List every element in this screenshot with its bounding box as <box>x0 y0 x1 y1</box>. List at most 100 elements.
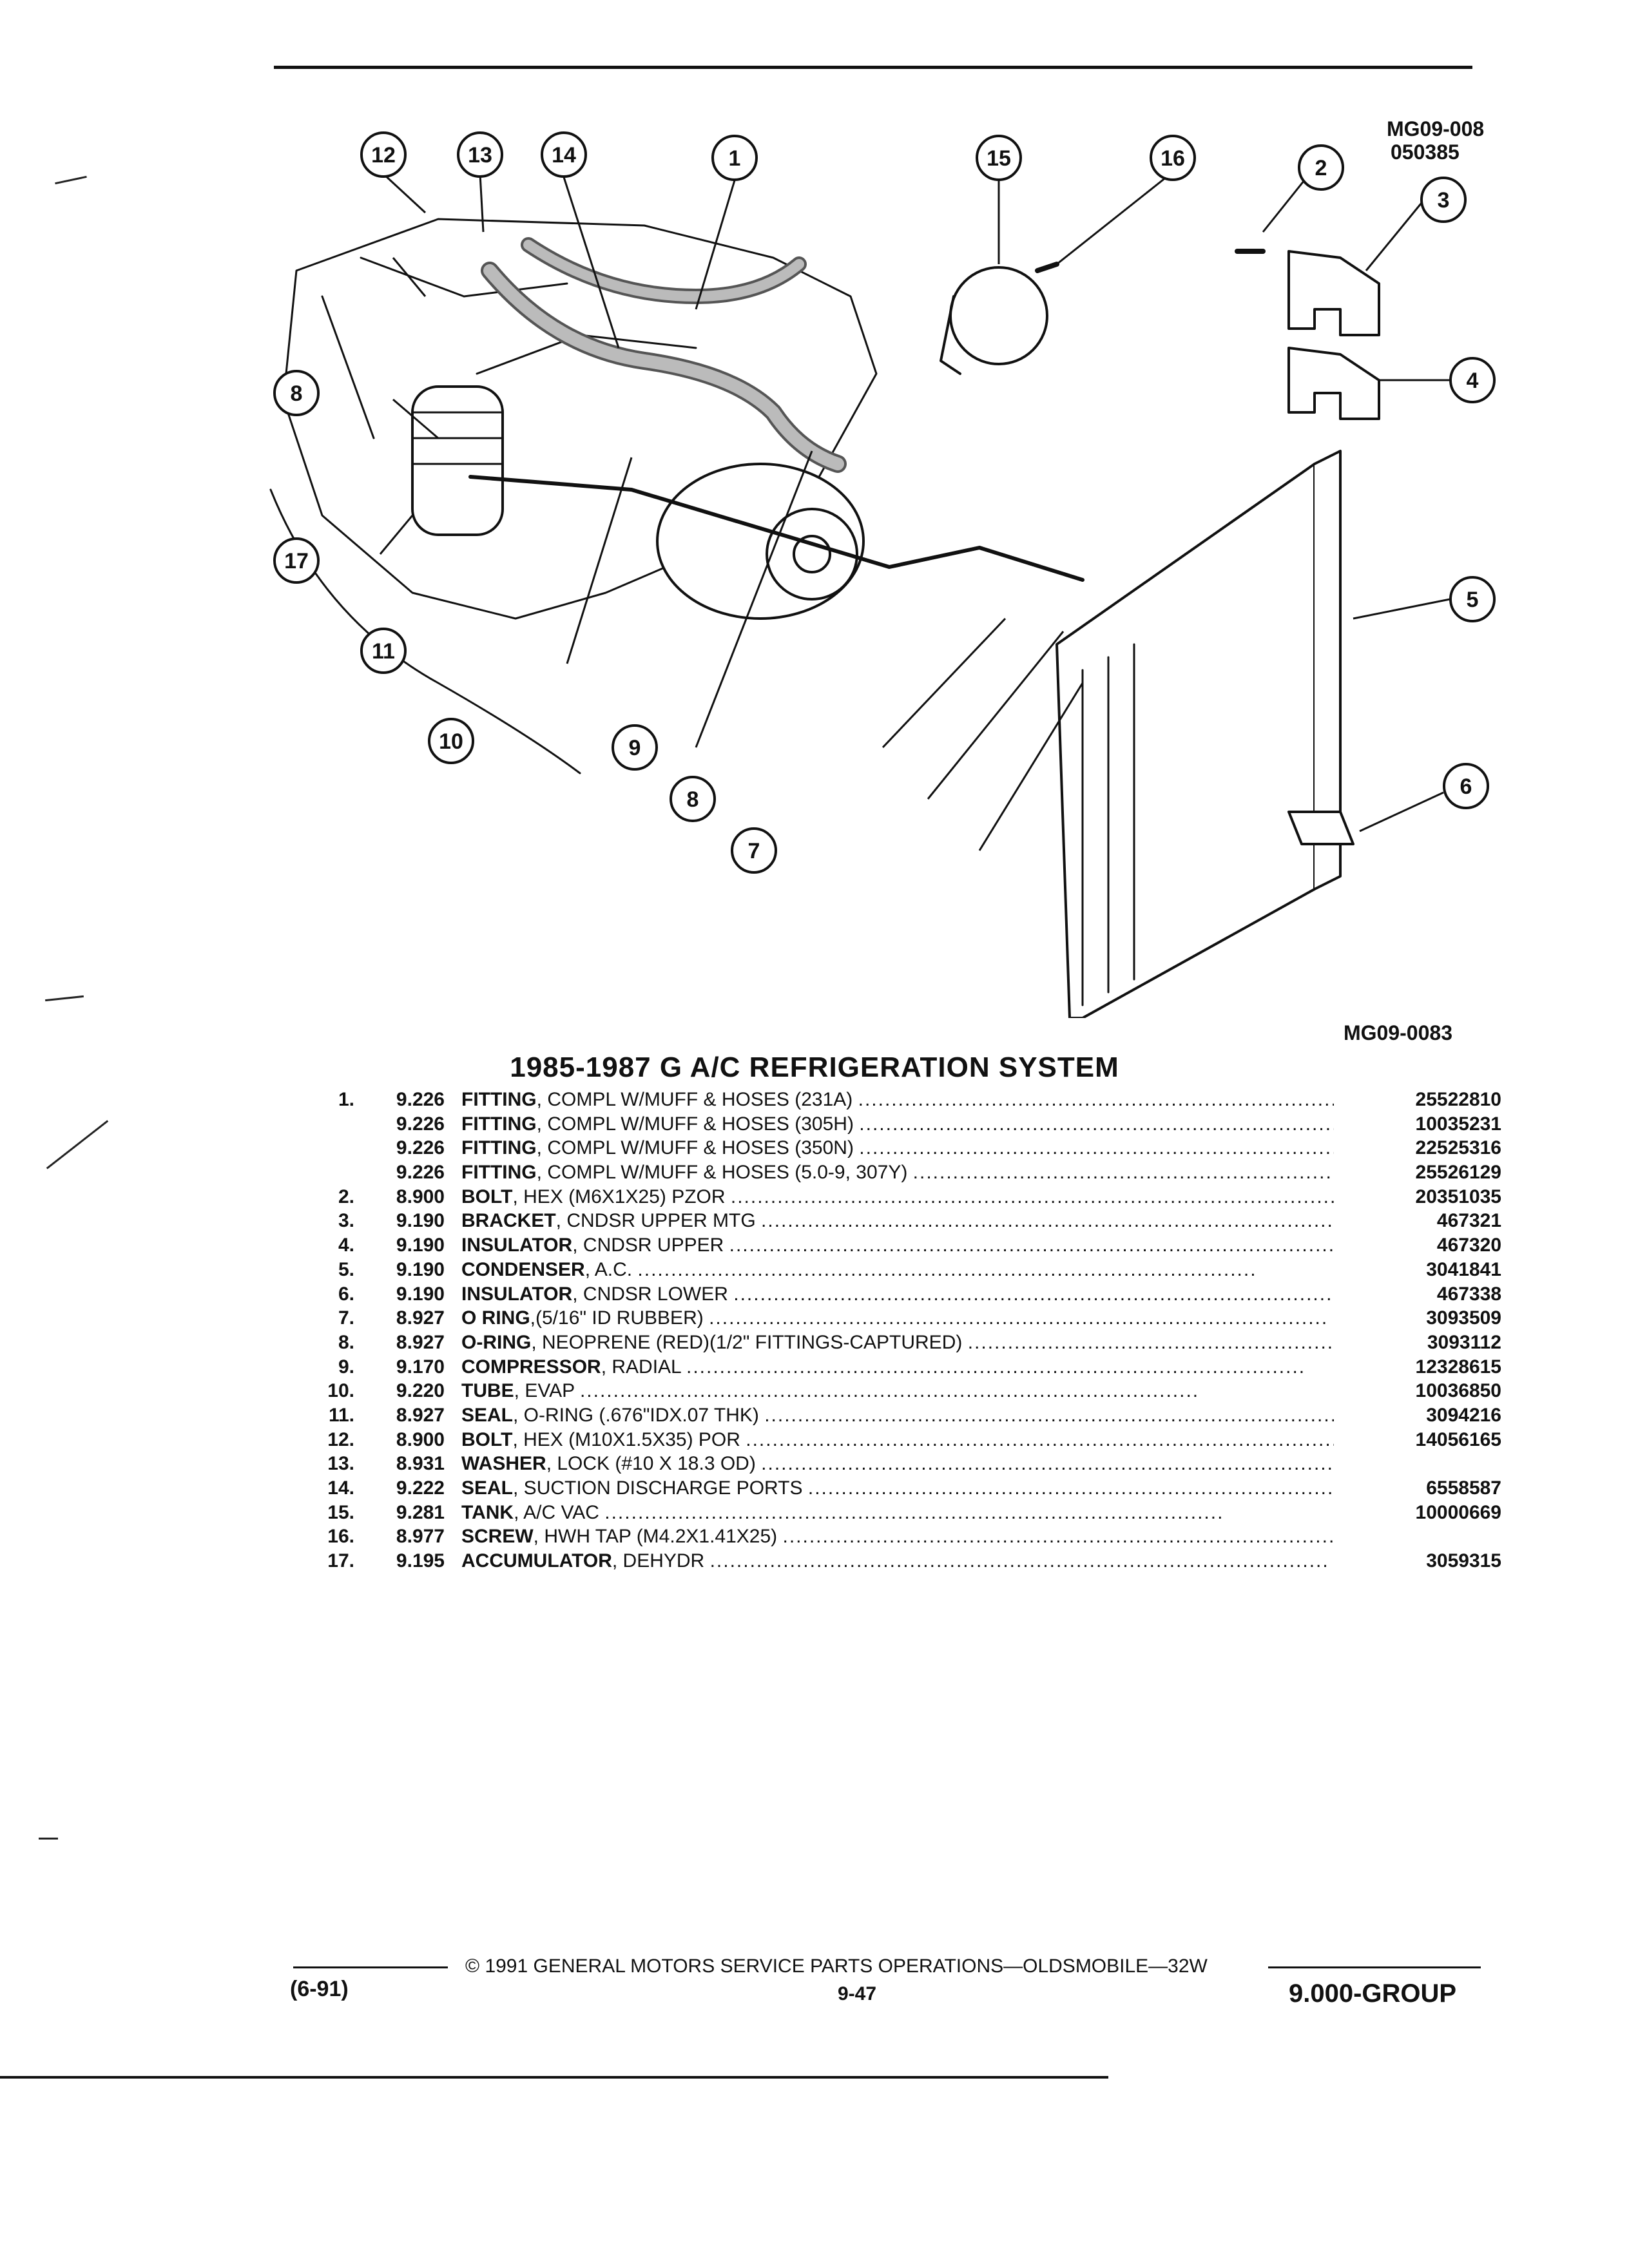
part-name: FITTING <box>461 1137 537 1159</box>
part-detail: , CNDSR UPPER MTG <box>555 1210 756 1232</box>
part-number: 12328615 <box>1415 1356 1501 1378</box>
item-number: 2. <box>338 1186 354 1207</box>
footer-rule-right <box>1268 1966 1481 1968</box>
group-number: 9.226 <box>396 1162 445 1184</box>
group-number: 8.900 <box>396 1428 445 1450</box>
item-number: 1. <box>338 1089 354 1110</box>
part-number: 467320 <box>1436 1235 1501 1256</box>
svg-text:8: 8 <box>291 381 303 406</box>
part-number: 3093112 <box>1427 1331 1501 1353</box>
part-name: CONDENSER <box>461 1258 585 1280</box>
group-number: 8.927 <box>396 1404 445 1426</box>
part-name: SEAL <box>461 1404 514 1426</box>
condenser-upper-bracket <box>1287 250 1380 336</box>
accumulator <box>411 385 504 536</box>
part-detail: , A/C VAC <box>514 1501 599 1523</box>
svg-text:13: 13 <box>468 143 492 168</box>
part-name: FITTING <box>461 1113 537 1135</box>
item-number: 9. <box>338 1356 354 1378</box>
svg-text:12: 12 <box>371 143 396 168</box>
group-number: 8.977 <box>396 1526 445 1548</box>
item-number: 10. <box>327 1380 354 1402</box>
callout-14: 14 <box>541 131 587 178</box>
part-number: 3041841 <box>1426 1258 1501 1280</box>
diagram-code-bottom: MG09-0083 <box>1344 1021 1452 1044</box>
part-name: WASHER <box>461 1453 546 1475</box>
group-number: 9.226 <box>396 1113 445 1135</box>
group-number: 9.226 <box>396 1137 445 1159</box>
group-number: 9.226 <box>396 1089 445 1110</box>
group-number: 9.190 <box>396 1210 445 1232</box>
part-number: 22525316 <box>1415 1137 1501 1159</box>
part-number: 6558587 <box>1426 1477 1501 1499</box>
part-name: BOLT <box>461 1186 513 1207</box>
svg-text:15: 15 <box>987 146 1011 171</box>
part-name: FITTING <box>461 1162 537 1184</box>
part-number: 3094216 <box>1426 1404 1501 1426</box>
group-number: 9.190 <box>396 1235 445 1256</box>
footer-date: (6-91) <box>290 1977 349 2001</box>
page-title: 1985-1987 G A/C REFRIGERATION SYSTEM <box>510 1052 1119 1083</box>
part-name: O-RING <box>461 1331 532 1353</box>
part-number: 10035231 <box>1415 1113 1501 1135</box>
part-detail: , DEHYDR <box>612 1550 705 1572</box>
part-number: 3093509 <box>1426 1307 1501 1329</box>
part-name: INSULATOR <box>461 1283 573 1305</box>
top-rule <box>274 66 1472 69</box>
callout-10: 10 <box>428 718 474 764</box>
part-detail: , NEOPRENE (RED)(1/2" FITTINGS-CAPTURED) <box>531 1331 963 1353</box>
part-detail: , LOCK (#10 X 18.3 OD) <box>546 1453 756 1475</box>
group-number: 8.900 <box>396 1186 445 1207</box>
part-number: 3059315 <box>1426 1550 1501 1572</box>
svg-text:10: 10 <box>439 729 463 754</box>
callout-3: 3 <box>1420 177 1467 223</box>
svg-text:11: 11 <box>372 639 395 664</box>
part-number: 14056165 <box>1415 1428 1501 1450</box>
item-number: 12. <box>327 1428 354 1450</box>
item-number: 6. <box>338 1283 354 1305</box>
callout-8-lower: 8 <box>670 776 716 822</box>
diagram-date-code: 050385 <box>1391 140 1460 164</box>
condenser-lower-insulator <box>1287 811 1354 845</box>
part-name: O RING <box>461 1307 530 1329</box>
callout-15: 15 <box>976 135 1022 181</box>
footer-page-number: 9-47 <box>838 1983 877 2004</box>
part-number: 25522810 <box>1415 1089 1501 1110</box>
condenser-upper-insulator <box>1287 347 1380 420</box>
item-number: 13. <box>327 1453 354 1475</box>
item-number: 8. <box>338 1331 354 1353</box>
part-name: TUBE <box>461 1380 514 1402</box>
callout-16: 16 <box>1150 135 1196 181</box>
svg-text:2: 2 <box>1315 156 1327 180</box>
part-detail: , COMPL W/MUFF & HOSES (350N) <box>536 1137 854 1159</box>
ac-vac-tank <box>949 266 1048 365</box>
scan-mark <box>55 175 87 185</box>
condenser <box>1055 463 1316 1018</box>
item-number: 4. <box>338 1235 354 1256</box>
group-number: 9.222 <box>396 1477 445 1499</box>
part-detail: , CNDSR LOWER <box>572 1283 728 1305</box>
scan-mark <box>46 1120 109 1169</box>
parts-row: 9.226 FITTING, COMPL W/MUFF & HOSES (350N… <box>303 1136 1501 1160</box>
part-name: ACCUMULATOR <box>461 1550 612 1572</box>
item-number: 14. <box>327 1477 354 1499</box>
ac-system-exploded-diagram: 12 13 14 1 15 16 2 3 4 8 17 11 10 9 8 7 … <box>269 131 1496 1018</box>
item-number: 7. <box>338 1307 354 1329</box>
callout-bubbles: 12 13 14 1 15 16 2 3 4 8 17 11 10 9 8 7 … <box>273 131 1496 874</box>
part-name: INSULATOR <box>461 1235 573 1256</box>
part-number: 25526129 <box>1415 1162 1501 1184</box>
part-detail: , O-RING (.676"IDX.07 THK) <box>513 1404 759 1426</box>
part-name: SEAL <box>461 1477 514 1499</box>
callout-9: 9 <box>612 724 658 771</box>
